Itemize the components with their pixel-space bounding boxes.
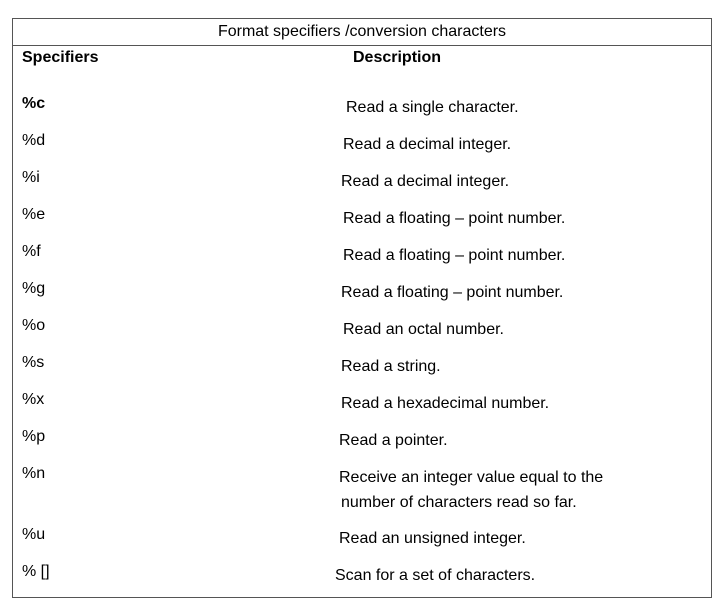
description-cell: Read an unsigned integer. (339, 526, 526, 551)
specifier-cell: %d (22, 132, 46, 149)
description-line: Read a floating – point number. (341, 284, 564, 301)
description-line: Read a decimal integer. (343, 136, 512, 153)
description-cell: Receive an integer value equal to the num… (339, 465, 603, 515)
description-cell: Read an octal number. (343, 317, 504, 342)
specifiers-header: Specifiers (22, 49, 99, 66)
description-line: Read a floating – point number. (343, 210, 566, 227)
description-cell: Read a hexadecimal number. (341, 391, 549, 416)
description-line: Read a pointer. (339, 432, 448, 449)
specifier-cell: %x (22, 391, 45, 408)
description-cell: Read a floating – point number. (343, 206, 565, 231)
description-line: Read an unsigned integer. (339, 530, 526, 547)
specifier-cell: %f (22, 243, 41, 260)
specifier-cell: %c (22, 95, 46, 112)
description-cell: Read a string. (341, 354, 441, 379)
specifier-cell: % [] (22, 563, 50, 580)
description-line: Read an octal number. (343, 321, 504, 338)
description-cell: Read a floating – point number. (341, 280, 563, 305)
description-line: number of characters read so far. (341, 494, 577, 511)
specifier-cell: %p (22, 428, 46, 445)
specifier-cell: %e (22, 206, 46, 223)
description-line: Receive an integer value equal to the (339, 469, 604, 486)
specifier-cell: %g (22, 280, 46, 297)
description-cell: Read a decimal integer. (341, 169, 509, 194)
description-cell: Read a floating – point number. (343, 243, 565, 268)
description-line: Read a string. (341, 358, 441, 375)
specifier-cell: %u (22, 526, 46, 543)
description-line: Read a floating – point number. (343, 247, 566, 264)
description-line: Read a single character. (346, 99, 519, 116)
description-cell: Read a single character. (346, 95, 519, 120)
description-cell: Read a pointer. (339, 428, 448, 453)
description-line: Read a hexadecimal number. (341, 395, 550, 412)
description-cell: Read a decimal integer. (343, 132, 511, 157)
specifier-cell: %i (22, 169, 40, 186)
description-line: Read a decimal integer. (341, 173, 510, 190)
specifier-cell: %n (22, 465, 46, 482)
description-header: Description (353, 49, 442, 66)
specifier-cell: %s (22, 354, 45, 371)
format-specifiers-table: Format specifiers /conversion characters… (12, 18, 712, 598)
header-row: Specifiers Description (13, 46, 711, 70)
specifier-cell: %o (22, 317, 46, 334)
description-cell: Scan for a set of characters. (335, 563, 535, 588)
description-line: Scan for a set of characters. (335, 567, 536, 584)
table-title: Format specifiers /conversion characters (13, 19, 711, 46)
